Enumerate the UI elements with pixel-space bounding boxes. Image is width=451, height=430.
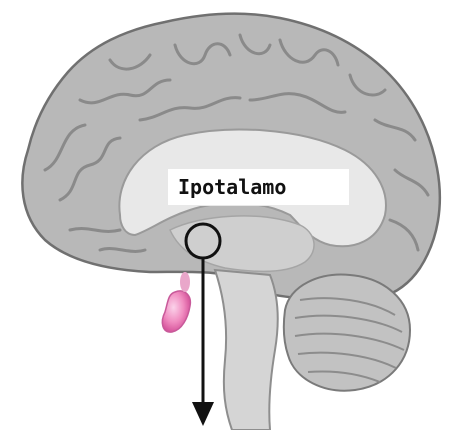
pituitary-gland-icon — [162, 272, 190, 332]
arrow-down-icon — [192, 258, 214, 426]
label-text: Ipotalamo — [178, 175, 286, 199]
cerebellum — [284, 275, 410, 391]
brainstem — [215, 270, 278, 430]
brain-sagittal-icon — [22, 14, 439, 430]
hypothalamus-label: Ipotalamo — [167, 168, 350, 206]
